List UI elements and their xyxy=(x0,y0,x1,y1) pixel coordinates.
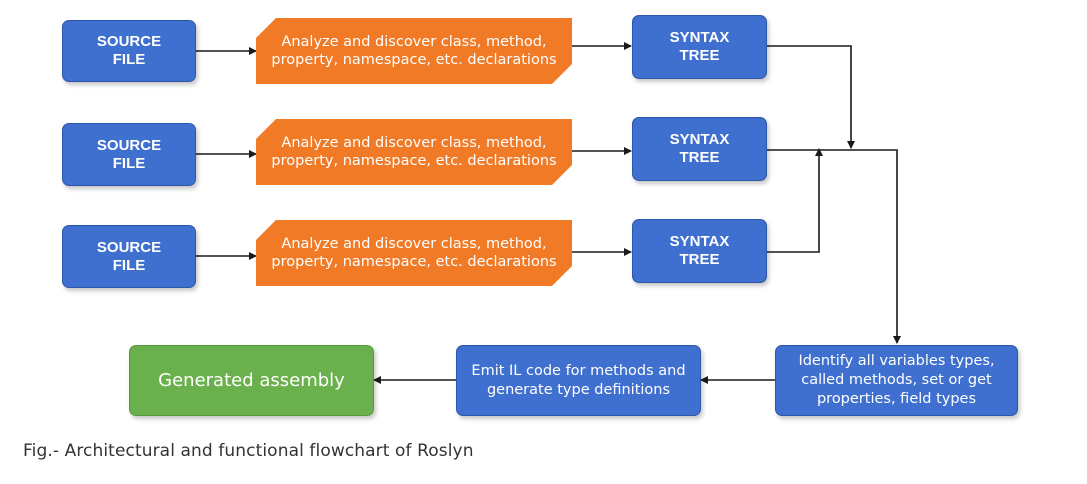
analyze-label-2: Analyze and discover class, method, prop… xyxy=(271,135,557,169)
analyze-label-1: Analyze and discover class, method, prop… xyxy=(271,34,557,68)
edge-syntax3-merge xyxy=(767,148,823,253)
identify-types-label: Identify all variables types, called met… xyxy=(798,353,995,407)
analyze-label-3: Analyze and discover class, method, prop… xyxy=(271,236,557,270)
syntax-tree-node-2: SYNTAX TREE xyxy=(632,117,767,181)
analyze-node-3: Analyze and discover class, method, prop… xyxy=(256,220,572,286)
source-file-label-3: SOURCE FILE xyxy=(96,238,162,274)
syntax-tree-node-1: SYNTAX TREE xyxy=(632,15,767,79)
source-file-node-1: SOURCE FILE xyxy=(62,20,196,82)
generated-assembly-label: Generated assembly xyxy=(158,370,345,391)
source-file-label-1: SOURCE FILE xyxy=(96,33,162,68)
analyze-node-2: Analyze and discover class, method, prop… xyxy=(256,119,572,185)
source-file-node-3: SOURCE FILE xyxy=(62,225,196,288)
syntax-tree-label-2: SYNTAX TREE xyxy=(669,131,730,166)
source-file-node-2: SOURCE FILE xyxy=(62,123,196,186)
emit-il-node: Emit IL code for methods and generate ty… xyxy=(456,345,701,416)
analyze-node-1: Analyze and discover class, method, prop… xyxy=(256,18,572,84)
figure-caption: Fig.- Architectural and functional flowc… xyxy=(23,441,474,461)
generated-assembly-node: Generated assembly xyxy=(129,345,374,416)
syntax-tree-label-3: SYNTAX TREE xyxy=(669,233,730,268)
syntax-tree-node-3: SYNTAX TREE xyxy=(632,219,767,283)
source-file-label-2: SOURCE FILE xyxy=(96,136,162,172)
syntax-tree-label-1: SYNTAX TREE xyxy=(669,29,730,64)
edge-syntax1-merge xyxy=(767,45,855,149)
emit-il-label: Emit IL code for methods and generate ty… xyxy=(471,362,686,398)
identify-types-node: Identify all variables types, called met… xyxy=(775,345,1018,416)
edge-merge-identify xyxy=(767,149,901,344)
